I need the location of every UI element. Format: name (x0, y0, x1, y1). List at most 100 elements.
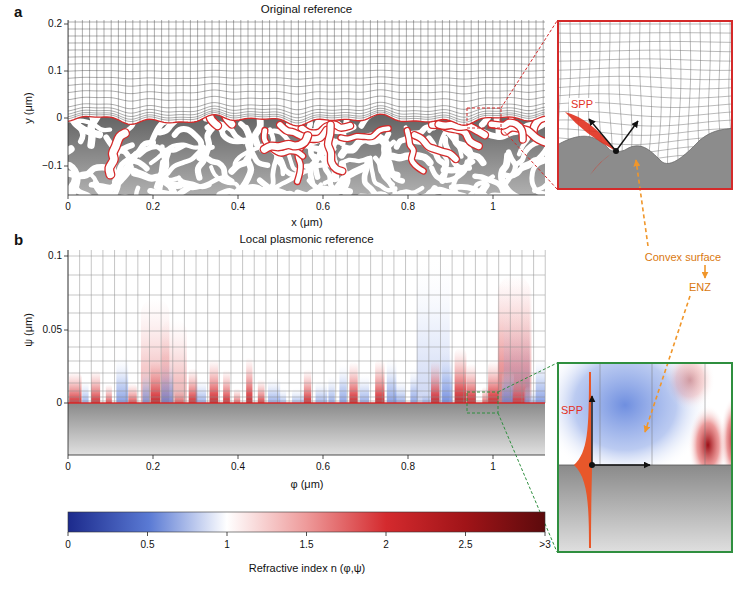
panel-title: Original reference (261, 3, 352, 16)
mesh-line (456, 20, 457, 140)
mesh-line (68, 108, 545, 117)
mesh-line (68, 102, 545, 109)
tick-mark (68, 532, 69, 536)
tick-mark (238, 455, 239, 459)
mesh-line (382, 250, 383, 403)
tick-mark (64, 24, 68, 25)
mesh-line (475, 250, 476, 403)
mesh-line (254, 250, 255, 403)
surface-line (68, 114, 545, 126)
mesh-line (545, 250, 546, 403)
mesh-line (291, 20, 292, 140)
tick-mark (147, 532, 148, 536)
pore-outline (505, 127, 550, 144)
mesh-line (347, 250, 348, 403)
mesh-line (68, 347, 545, 348)
pore (439, 124, 485, 135)
pore (33, 149, 71, 181)
metal-fill (68, 403, 545, 455)
index-lobe (161, 357, 173, 403)
index-lobe (524, 386, 536, 403)
colorbar-tick-label: 2 (383, 539, 389, 551)
mesh-line (428, 250, 429, 403)
tick-mark (64, 166, 68, 167)
mesh-line (324, 250, 325, 403)
zoom-leader (501, 128, 557, 189)
mesh-line (277, 250, 278, 403)
pore (273, 156, 315, 189)
zoom-box (467, 392, 498, 413)
mesh-line (68, 401, 545, 402)
index-lobe (223, 370, 230, 403)
annotation: ENZ (689, 281, 711, 294)
mesh-line (125, 20, 126, 140)
mesh-line (149, 250, 150, 403)
pore (260, 180, 299, 205)
axis-line (68, 195, 545, 196)
mesh-grid (68, 250, 545, 403)
index-lobe (410, 366, 417, 403)
pore (364, 160, 381, 204)
mesh-line (68, 49, 545, 50)
mesh-line (79, 250, 80, 403)
mesh-line (91, 250, 92, 403)
pore (415, 135, 456, 159)
mesh-line (68, 83, 545, 86)
pore-outline (195, 79, 218, 126)
mesh-grid (68, 20, 545, 140)
spp-profile (574, 372, 592, 548)
pore-outline (439, 124, 485, 135)
axis-tick-label: 0.1 (48, 250, 62, 262)
mesh-line (471, 20, 472, 140)
tick-mark (64, 118, 68, 119)
axis-line (68, 20, 69, 195)
mesh-line (68, 295, 545, 296)
tick-mark (465, 532, 466, 536)
metal-blob (557, 128, 733, 190)
index-lobe (304, 369, 311, 403)
mesh-line (68, 313, 545, 314)
mesh-line (68, 35, 545, 36)
mesh-line (68, 383, 545, 384)
mesh-line (126, 250, 127, 403)
direction-arrow (589, 119, 616, 151)
pore (164, 153, 180, 185)
index-wisp (498, 276, 532, 403)
pore (407, 130, 423, 171)
mesh-line (219, 250, 220, 403)
mesh-line (300, 250, 301, 403)
axis-tick-label: 0.8 (401, 201, 415, 213)
tick-mark (408, 195, 409, 199)
axis-tick-label: 0.4 (231, 461, 245, 473)
tick-mark (64, 330, 68, 331)
index-lobe (279, 387, 286, 403)
mesh-line (68, 275, 545, 276)
direction-arrow (616, 121, 638, 151)
axis-tick-label: 0.2 (48, 18, 62, 30)
mesh-line (557, 24, 733, 25)
zoom-leader (501, 21, 557, 108)
colorbar-tick-label: 0 (65, 539, 71, 551)
mesh-line (68, 28, 545, 29)
axis-tick-label: 0 (56, 397, 62, 409)
panel-title: Local plasmonic reference (239, 233, 373, 246)
mesh-line (557, 85, 733, 89)
mesh-line (68, 110, 545, 120)
inset-label: SPP (569, 98, 595, 111)
mesh-line (68, 361, 545, 362)
pore (375, 158, 396, 199)
tick-mark (493, 195, 494, 199)
pore (74, 181, 109, 223)
plot-panel: Local plasmonic reference (68, 250, 545, 455)
mesh-line (533, 250, 534, 403)
index-lobe (106, 384, 112, 403)
mesh-line (487, 250, 488, 403)
tick-mark (64, 256, 68, 257)
mesh-line (102, 250, 103, 403)
index-lobe (394, 378, 405, 403)
mesh-line (68, 77, 545, 79)
mesh-line (335, 250, 336, 403)
pore (532, 160, 547, 193)
